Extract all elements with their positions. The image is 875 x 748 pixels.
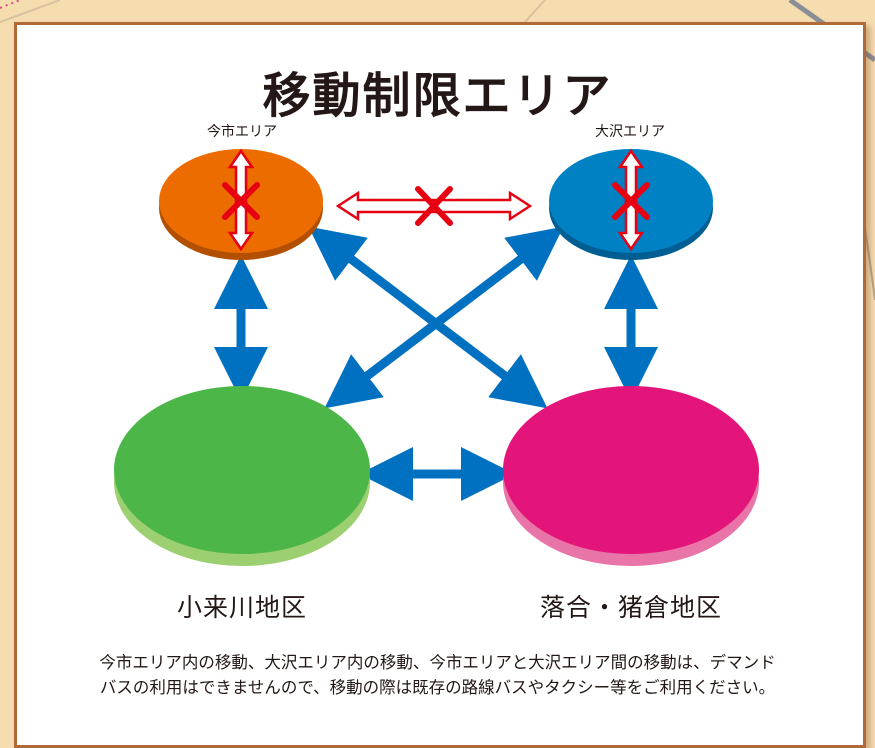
blocked-imaichi-osawa [335, 186, 533, 226]
ochiai-disc [503, 386, 759, 566]
arrow-osawa-okorogawa [324, 226, 564, 409]
ochiai-district-label: 落合・猪倉地区 [539, 593, 722, 622]
note-line-2: バスの利用はできませんので、移動の際は既存の路線バスやタクシー等をご利用ください… [99, 678, 776, 697]
movement-diagram [114, 148, 759, 566]
imaichi-area-label: 今市エリア [207, 124, 277, 140]
arrow-imaichi-ochiai [308, 226, 548, 409]
osawa-area-label: 大沢エリア [595, 124, 665, 140]
page-title: 移動制限エリア [262, 68, 613, 124]
blocked-within-imaichi [222, 148, 260, 252]
okorogawa-disc [114, 386, 370, 566]
blocked-within-osawa [612, 148, 650, 252]
restriction-note: 今市エリア内の移動、大沢エリア内の移動、今市エリアと大沢エリア間の移動は、デマン… [0, 650, 875, 700]
note-line-1: 今市エリア内の移動、大沢エリア内の移動、今市エリアと大沢エリア間の移動は、デマン… [99, 653, 776, 672]
okorogawa-district-label: 小来川地区 [176, 593, 307, 622]
allowed-arrows [214, 226, 658, 501]
